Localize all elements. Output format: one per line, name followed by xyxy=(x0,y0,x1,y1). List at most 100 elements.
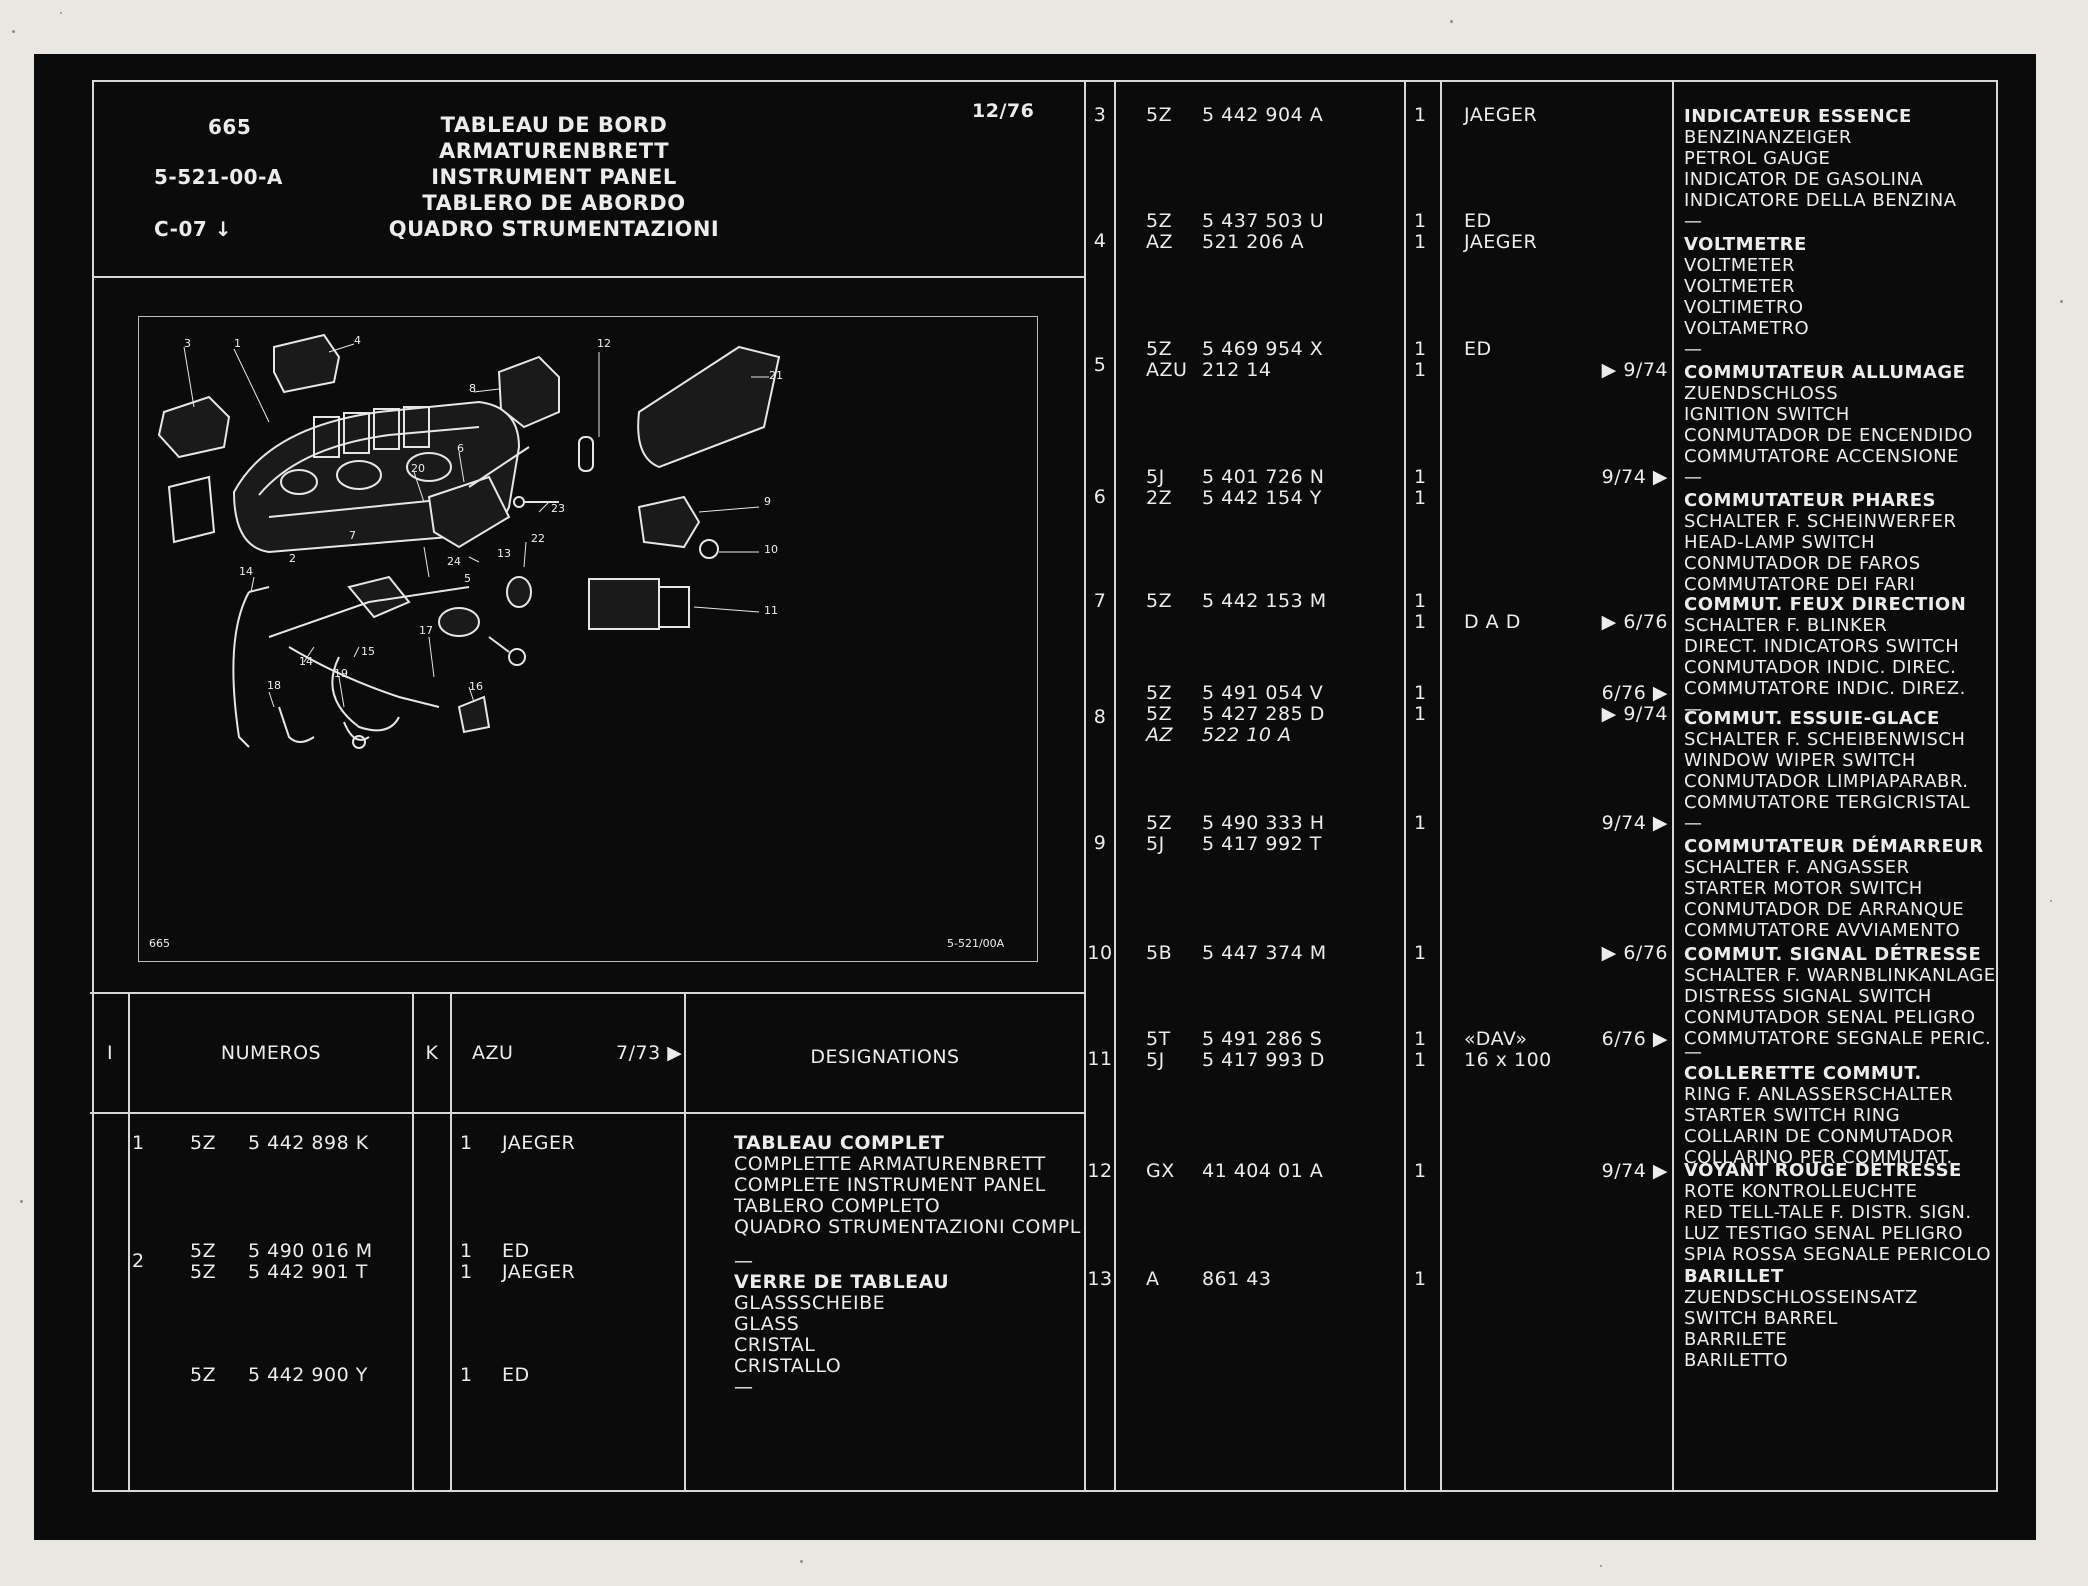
callout-23: 24 xyxy=(447,555,461,568)
part-number: 5 442 901 T xyxy=(248,1261,368,1283)
quantity: 1 xyxy=(1414,703,1427,725)
part-number: 5 401 726 N xyxy=(1202,466,1325,488)
supplier: ED xyxy=(502,1364,530,1386)
part-number: 5 490 333 H xyxy=(1202,812,1325,834)
part-prefix: GX xyxy=(1146,1160,1175,1182)
quantity: 1 xyxy=(1414,611,1427,633)
designation-line: CRISTAL xyxy=(734,1334,816,1356)
left-col-k xyxy=(450,992,452,1490)
row-index: 11 xyxy=(1087,1048,1113,1070)
designation-line: GLASS xyxy=(734,1313,800,1335)
callout-4: 6 xyxy=(457,442,464,455)
part-number: 5 442 153 M xyxy=(1202,590,1327,612)
part-prefix: 5Z xyxy=(1146,210,1173,232)
part-number: 521 206 A xyxy=(1202,231,1305,253)
designation-line: INDICATORE DELLA BENZINA xyxy=(1684,190,1957,211)
quantity: 1 xyxy=(1414,590,1427,612)
part-prefix: 2Z xyxy=(1146,487,1173,509)
designation-title: TABLEAU COMPLET xyxy=(734,1132,945,1154)
part-number: 5 490 016 M xyxy=(248,1240,373,1262)
designation-line: CONMUTADOR INDIC. DIREC. xyxy=(1684,657,1957,678)
designation-line: ZUENDSCHLOSS xyxy=(1684,383,1839,404)
effective-date: 9/74 ▶ xyxy=(1601,812,1668,834)
row-index: 7 xyxy=(1093,590,1107,612)
supplier: JAEGER xyxy=(502,1261,576,1283)
part-prefix: 5B xyxy=(1146,942,1173,964)
part-prefix: 5Z xyxy=(1146,338,1173,360)
part-number: 5 442 154 Y xyxy=(1202,487,1322,509)
designation-line: CONMUTADOR DE ARRANQUE xyxy=(1684,899,1965,920)
part-prefix: 5Z xyxy=(190,1240,217,1262)
quantity: 1 xyxy=(1414,104,1427,126)
designation-line: COLLARIN DE CONMUTADOR xyxy=(1684,1126,1954,1147)
part-number: 5 491 286 S xyxy=(1202,1028,1323,1050)
effective-date: ▶ 9/74 xyxy=(1601,359,1668,381)
designation-line: RED TELL-TALE F. DISTR. SIGN. xyxy=(1684,1202,1972,1223)
part-prefix: 5J xyxy=(1146,1049,1165,1071)
callout-19: 20 xyxy=(411,462,425,475)
designation-line: VOLTMETER xyxy=(1684,276,1795,297)
designation-title: COMMUTATEUR PHARES xyxy=(1684,490,1936,511)
col-header-numeros: NUMEROS xyxy=(220,1042,322,1064)
quantity: 1 xyxy=(1414,466,1427,488)
effective-date: ▶ 9/74 xyxy=(1601,703,1668,725)
quantity: 1 xyxy=(1414,359,1427,381)
part-prefix: AZ xyxy=(1146,724,1174,746)
row-index: 13 xyxy=(1087,1268,1113,1290)
supplier: D A D xyxy=(1464,611,1521,633)
designation-line: HEAD-LAMP SWITCH xyxy=(1684,532,1876,553)
designation-line: VOLTAMETRO xyxy=(1684,318,1810,339)
quantity: 1 xyxy=(1414,487,1427,509)
callout-13: 14 xyxy=(299,655,313,668)
designation-line: COLLARINO PER COMMUTAT. xyxy=(1684,1147,1953,1168)
part-prefix: 5J xyxy=(1146,833,1165,855)
callout-22: 23 xyxy=(551,502,565,515)
callout-20: 21 xyxy=(769,369,783,382)
column-divider-k xyxy=(1404,80,1406,1490)
designation-line: LUZ TESTIGO SENAL PELIGRO xyxy=(1684,1223,1963,1244)
callout-3: 4 xyxy=(354,334,361,347)
designation-line: COMMUTATORE TERGICRISTAL xyxy=(1684,792,1971,813)
designation-line: BENZINANZEIGER xyxy=(1684,127,1852,148)
header-divider xyxy=(92,276,1084,278)
col-header-k: K xyxy=(425,1042,439,1064)
quantity: 1 xyxy=(1414,231,1427,253)
designation-line: SCHALTER F. SCHEINWERFER xyxy=(1684,511,1957,532)
designation-line: ZUENDSCHLOSSEINSATZ xyxy=(1684,1287,1918,1308)
parts-catalog-sheet: 665 5-521-00-A C-07 ↓ 12/76 TABLEAU DE B… xyxy=(34,54,2036,1540)
part-prefix: AZ xyxy=(1146,231,1174,253)
panel-title-1: ARMATURENBRETT xyxy=(438,139,670,163)
designation-line: VOLTIMETRO xyxy=(1684,297,1804,318)
quantity: 1 xyxy=(1414,1028,1427,1050)
callout-12: 14 xyxy=(239,565,253,578)
designation-line: SCHALTER F. WARNBLINKANLAGE xyxy=(1684,965,1996,986)
col-header-designations: DESIGNATIONS xyxy=(810,1046,960,1068)
part-prefix: 5T xyxy=(1146,1028,1171,1050)
drawing-ref-code: 5-521/00A xyxy=(947,937,1005,950)
panel-title-4: QUADRO STRUMENTAZIONI xyxy=(388,217,720,241)
designation-line: — xyxy=(1684,699,1703,720)
designation-line: STARTER SWITCH RING xyxy=(1684,1105,1901,1126)
designation-title: VERRE DE TABLEAU xyxy=(734,1271,950,1293)
designation-line: SPIA ROSSA SEGNALE PERICOLO xyxy=(1684,1244,1992,1265)
panel-title-3: TABLERO DE ABORDO xyxy=(422,191,686,215)
supplier: «DAV» xyxy=(1464,1028,1528,1050)
callout-24: 5 xyxy=(464,572,471,585)
row-index: 1 xyxy=(132,1132,145,1154)
designation-line: BARRILETE xyxy=(1684,1329,1788,1350)
callout-16: 17 xyxy=(419,624,433,637)
supplier: ED xyxy=(1464,338,1492,360)
sheet-frame xyxy=(92,80,1998,1492)
left-col-idx xyxy=(128,992,130,1490)
designation-line: INDICATOR DE GASOLINA xyxy=(1684,169,1924,190)
designation-title: COMMUT. FEUX DIRECTION xyxy=(1684,594,1967,615)
arrow-down-icon: ↓ xyxy=(214,217,233,241)
designation-line: CONMUTADOR DE FAROS xyxy=(1684,553,1921,574)
designation-line: — xyxy=(1684,339,1703,360)
part-number: 5 437 503 U xyxy=(1202,210,1325,232)
supplier: JAEGER xyxy=(1464,231,1538,253)
page-number: 665 xyxy=(208,115,252,139)
callout-9: 11 xyxy=(764,604,778,617)
designation-line: — xyxy=(1684,467,1703,488)
callout-15: 16 xyxy=(469,680,483,693)
